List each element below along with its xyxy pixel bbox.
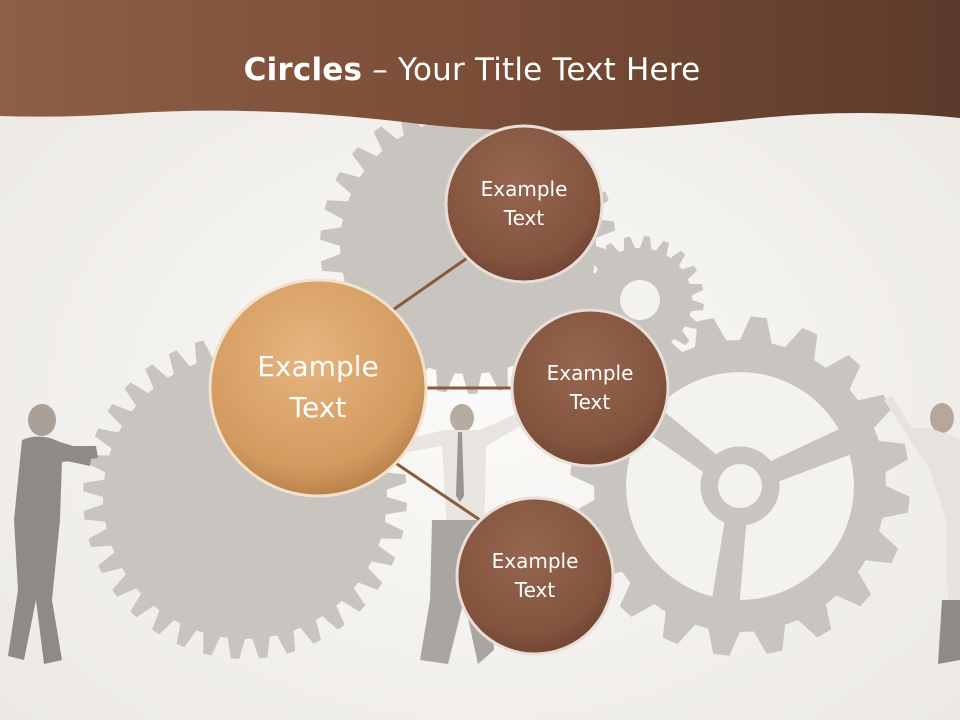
satellite-circle-2 [510, 308, 670, 468]
slide-title: Circles – Your Title Text Here [0, 52, 944, 88]
businessman-right [884, 396, 960, 664]
businessman-left [8, 404, 98, 664]
center-circle [208, 278, 428, 498]
header-band [0, 0, 960, 131]
connector-line-3 [393, 460, 481, 522]
gear-hole [620, 280, 660, 320]
gear-spoke [762, 427, 853, 485]
satellite-label-2: Example Text [546, 361, 634, 414]
title-rest: – Your Title Text Here [362, 52, 701, 88]
satellite-circle-3 [455, 496, 615, 656]
gear-spoke [711, 513, 747, 603]
connector-line-1 [389, 254, 471, 314]
title-bold: Circles [243, 52, 363, 88]
connectors [389, 254, 515, 522]
satellite-label-1: Example Text [480, 177, 568, 230]
center-circle-label: Example Text [257, 350, 379, 424]
gear-hole [718, 464, 762, 508]
satellite-label-3: Example Text [491, 549, 579, 602]
satellite-circle-1 [444, 124, 604, 284]
